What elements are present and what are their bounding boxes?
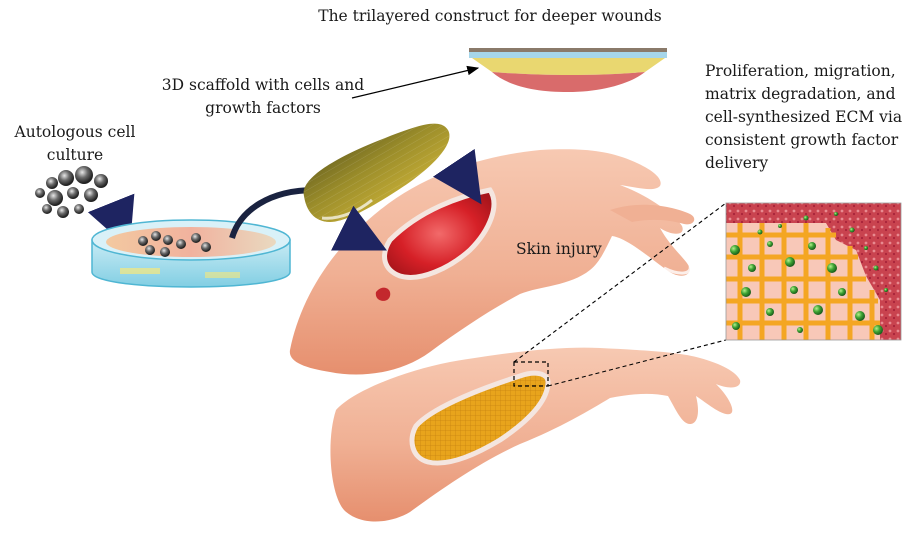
bead (767, 241, 773, 247)
bead (850, 228, 855, 233)
bead (855, 311, 865, 321)
cell (151, 231, 161, 241)
cell (46, 177, 58, 189)
process-label: Proliferation, migration, matrix degrada… (705, 60, 921, 175)
bead (758, 230, 763, 235)
bead (804, 216, 809, 221)
cell (94, 174, 108, 188)
cell (176, 239, 186, 249)
zoom-inset (726, 203, 901, 340)
bead (874, 266, 879, 271)
bead (797, 327, 803, 333)
process-label-line5: delivery (705, 152, 921, 175)
cell (191, 233, 201, 243)
bead (748, 264, 756, 272)
trilayer-construct (469, 48, 667, 92)
bead (808, 242, 816, 250)
cell (84, 188, 98, 202)
arm-lower (330, 348, 740, 522)
autologous-label-line2: culture (0, 144, 150, 167)
floating-cells (35, 166, 108, 218)
cell (67, 187, 79, 199)
process-label-line4: consistent growth factor (705, 129, 921, 152)
trilayer-yellow-layer (472, 58, 665, 75)
cell (57, 206, 69, 218)
trilayer-blue-layer (469, 52, 667, 58)
scaffold-to-trilayer-pointer (352, 68, 478, 98)
scaffold-label-line1: 3D scaffold with cells and (158, 74, 368, 97)
bead (884, 288, 888, 292)
bead (864, 246, 868, 250)
bead (730, 245, 740, 255)
cell (138, 236, 148, 246)
bead (766, 308, 774, 316)
bead (873, 325, 883, 335)
petri-dish (92, 220, 290, 287)
cell (74, 204, 84, 214)
cell (35, 188, 45, 198)
bead (813, 305, 823, 315)
bead (741, 287, 751, 297)
skin-injury-label: Skin injury (516, 238, 602, 261)
figure-title: The trilayered construct for deeper woun… (300, 5, 680, 28)
scaffold-label: 3D scaffold with cells and growth factor… (158, 74, 368, 120)
cell (160, 247, 170, 257)
bead (790, 286, 798, 294)
cell (42, 204, 52, 214)
autologous-label-line1: Autologous cell (0, 121, 150, 144)
cell (163, 235, 173, 245)
process-label-line1: Proliferation, migration, (705, 60, 921, 83)
bead (785, 257, 795, 267)
bead (834, 212, 838, 216)
process-label-line2: matrix degradation, and (705, 83, 921, 106)
bead (732, 322, 740, 330)
process-label-line3: cell-synthesized ECM via (705, 106, 921, 129)
autologous-label: Autologous cell culture (0, 121, 150, 167)
scaffold-label-line2: growth factors (158, 97, 368, 120)
cell (145, 245, 155, 255)
bead (778, 224, 782, 228)
bead (838, 288, 846, 296)
cell (75, 166, 93, 184)
trilayer-top-layer (469, 48, 667, 52)
bead (827, 263, 837, 273)
cell (201, 242, 211, 252)
cell (47, 190, 63, 206)
cell (58, 170, 74, 186)
trilayer-red-layer (492, 72, 645, 92)
